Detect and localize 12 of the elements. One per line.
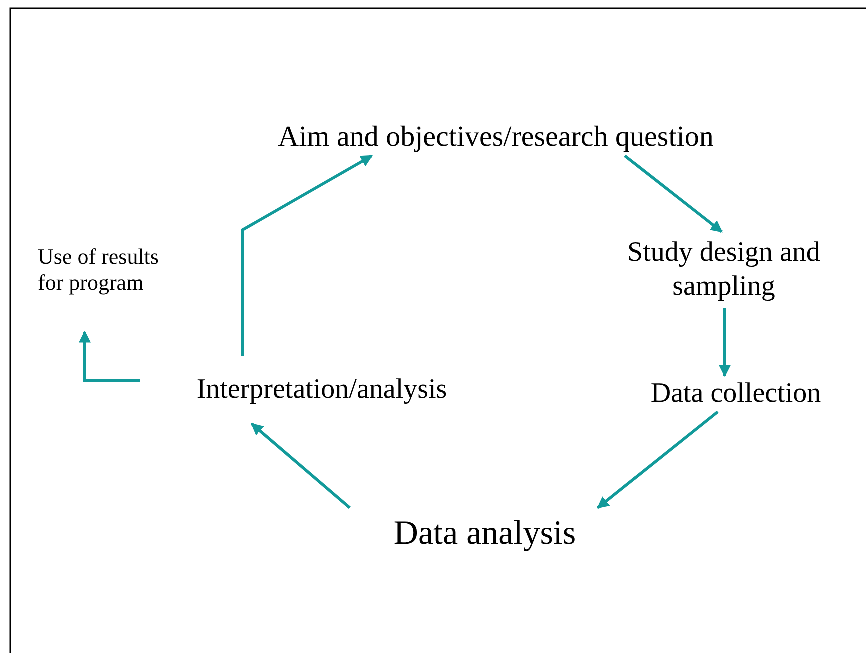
arrow [719, 308, 731, 378]
step-label: Interpretation/analysis [196, 373, 448, 407]
step-label: Use of results for program [38, 244, 160, 297]
step-label: Data collection [650, 377, 822, 411]
arrow [79, 330, 140, 382]
arrow [624, 154, 723, 234]
arrow [251, 422, 351, 510]
step-label: Study design and sampling [626, 236, 822, 304]
step-label: Aim and objectives/research question [278, 120, 714, 154]
arrow [242, 154, 374, 356]
step-label: Data analysis [394, 514, 576, 554]
arrow [597, 410, 719, 510]
